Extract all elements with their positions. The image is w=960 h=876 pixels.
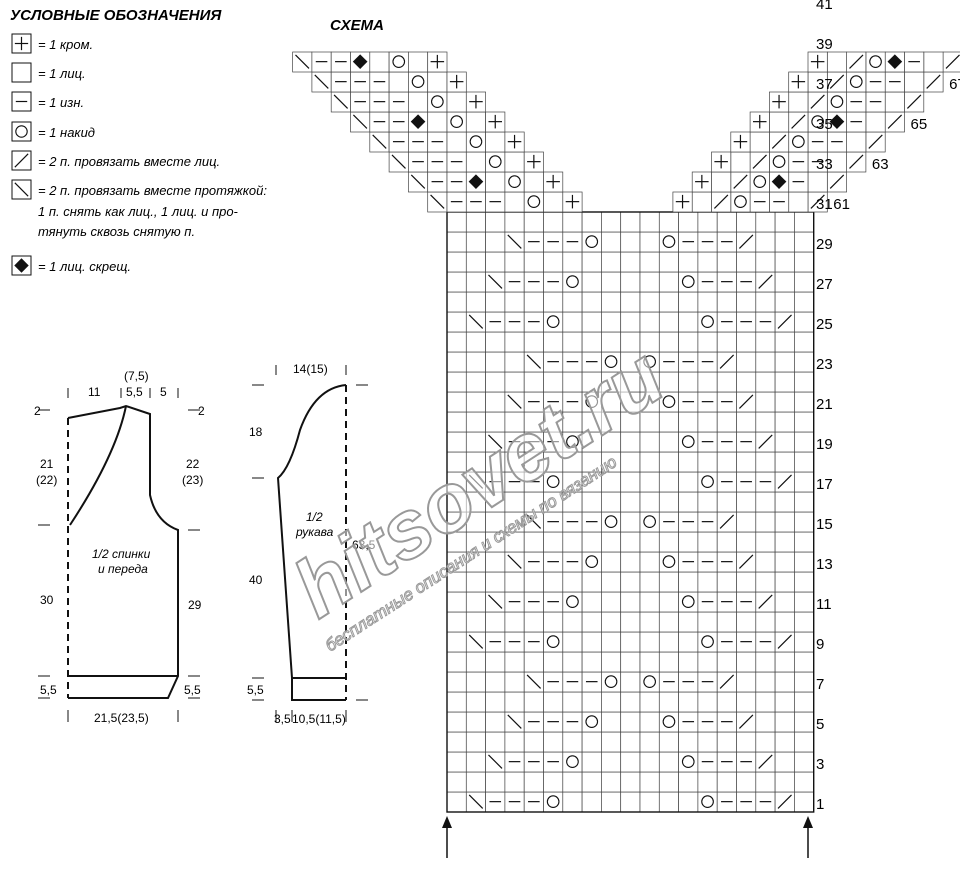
legend-item-note: тянуть сквозь снятую п. [38,224,195,239]
left-neck-depth-alt-label: (22) [36,473,57,487]
row-number-label: 5 [816,716,824,733]
row-number-label: 3 [816,756,824,773]
row-number-label: 63 [872,156,889,173]
yarn-over-symbol-icon [11,121,32,142]
left-slope-label: 2 [34,404,41,418]
left-neck-depth-label: 21 [40,457,54,471]
sleeve-length-label: 40 [249,573,263,587]
sleeve-cap-label: 18 [249,425,263,439]
legend-title: УСЛОВНЫЕ ОБОЗНАЧЕНИЯ [10,7,222,24]
right-slope-label: 2 [198,404,205,418]
row-number-label: 7 [816,676,824,693]
body-caption-1: 1/2 спинки [92,547,151,561]
sleeve-caption-2: рукава [295,525,334,539]
width-neck-alt-label: (7,5) [124,369,149,383]
right-rib-label: 5,5 [184,683,201,697]
row-number-label: 1 [816,796,824,813]
row-number-label: 11 [816,596,832,613]
row-number-label: 67 [949,76,960,93]
left-rib-label: 5,5 [40,683,57,697]
neckline [69,405,127,526]
legend-items: = 1 кром. = 1 лиц. = 1 изн. = 1 накид = 2 п.… [11,33,267,276]
right-armhole-label: 22 [186,457,200,471]
row-number-label: 27 [816,276,833,293]
width-armhole-label: 5 [160,385,167,399]
sleeve-caption-1: 1/2 [306,510,323,524]
legend-item-ssk: = 2 п. провязать вместе протяжкой: 1 п. с… [11,179,267,239]
right-body-label: 29 [188,598,202,612]
legend-item-edge: = 1 кром. [11,33,93,54]
sleeve-total-label: 63,5 [352,538,376,552]
row-number-label: 33 [816,156,833,173]
row-number-label: 65 [911,116,928,133]
row-number-label: 39 [816,36,833,53]
legend-item-label: = 2 п. провязать вместе лиц. [38,154,220,169]
sleeve-bottom-width-label: 10,5(11,5) [292,712,346,726]
body-pattern-schematic: 11 (7,5) 5,5 5 2 21 (22) 30 5,5 2 22 (23… [34,369,205,725]
legend-item-label: = 1 накид [38,125,95,140]
row-number-label: 21 [816,396,833,413]
legend-item-label: = 1 изн. [38,95,84,110]
row-number-label: 19 [816,436,833,453]
arrow-up-icon [442,816,452,858]
legend-item-k2tog: = 2 п. провязать вместе лиц. [11,150,220,171]
chart-yoke [292,51,960,213]
legend-item-note: 1 п. снять как лиц., 1 лиц. и про- [38,204,239,219]
knitting-chart: 1357911131517192123252729313335373941434… [292,0,960,858]
body-caption-2: и переда [98,562,148,576]
legend-item-label: = 2 п. провязать вместе протяжкой: [38,183,267,198]
row-number-label: 13 [816,556,833,573]
body-outline [67,404,179,699]
row-number-label: 29 [816,236,833,253]
arrow-up-icon [803,816,813,858]
sleeve-outline [276,384,347,701]
right-armhole-alt-label: (23) [182,473,203,487]
chart-row-numbers: 1357911131517192123252729313335373941434… [816,0,960,813]
legend-item-knit: = 1 лиц. [11,62,86,83]
legend-item-crossed-knit: = 1 лиц. скрещ. [11,255,131,276]
row-number-label: 9 [816,636,824,653]
left-body-label: 30 [40,593,54,607]
row-number-label: 35 [816,116,833,133]
sleeve-top-width-label: 14(15) [293,362,328,376]
sleeve-schematic: 14(15) 18 40 5,5 63,5 3,5 10,5(11,5) 1/2… [247,362,376,726]
legend-item-label: = 1 лиц. скрещ. [38,259,131,274]
bottom-width-label: 21,5(23,5) [94,711,149,725]
chart-outline [446,211,815,813]
sleeve-rib-label: 5,5 [247,683,264,697]
row-number-label: 23 [816,356,833,373]
knit-symbol-icon [11,62,32,83]
legend-item-label: = 1 кром. [38,37,93,52]
legend-item-yarn-over: = 1 накид [11,121,95,142]
row-number-label: 37 [816,76,833,93]
sleeve-bottom-left-label: 3,5 [274,712,291,726]
row-number-label: 41 [816,0,833,13]
width-shoulder-label: 5,5 [126,385,143,399]
row-number-label: 31 [816,196,833,213]
scheme-title: СХЕМА [330,17,384,34]
legend-item-purl: = 1 изн. [11,91,84,112]
row-number-label: 61 [833,196,850,213]
chart-symbols [468,234,792,809]
width-neck-label: 11 [88,385,101,399]
row-number-label: 15 [816,516,833,533]
row-number-label: 25 [816,316,833,333]
legend: УСЛОВНЫЕ ОБОЗНАЧЕНИЯ = 1 кром.= 1 лиц.= … [10,7,267,276]
legend-item-label: = 1 лиц. [38,66,86,81]
row-number-label: 17 [816,476,833,493]
